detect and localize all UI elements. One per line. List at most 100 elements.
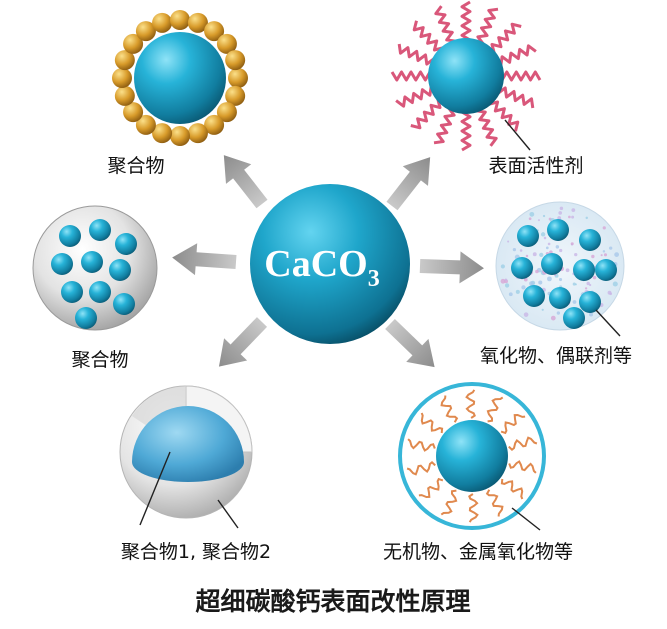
oxide-speckle xyxy=(547,242,551,246)
oxide-speckle xyxy=(504,283,510,288)
gold-particle xyxy=(135,21,156,42)
label-mid-right: 氧化物、偶联剂等 xyxy=(480,345,632,367)
embedded-particle xyxy=(511,257,533,279)
core-shell-sphere xyxy=(119,385,253,529)
oxide-speckle xyxy=(532,252,537,257)
oxide-speckle xyxy=(609,246,613,250)
oxide-speckle xyxy=(504,278,508,281)
embedded-particle xyxy=(549,287,571,309)
oxide-speckle xyxy=(558,211,563,215)
arrow-bottom-left xyxy=(218,317,268,367)
gold-particle xyxy=(152,123,173,144)
wavy-chain xyxy=(418,477,444,499)
gold-particle xyxy=(216,33,237,54)
oxide-speckle xyxy=(538,280,543,285)
label-top-right: 表面活性剂 xyxy=(488,155,583,177)
embedded-particle xyxy=(89,219,111,241)
embedded-calcite-particles-right xyxy=(511,219,617,329)
center-formula: CaCO xyxy=(264,243,367,285)
oxide-speckle xyxy=(525,254,529,258)
embedded-particle xyxy=(595,259,617,281)
diagram-caption: 超细碳酸钙表面改性原理 xyxy=(195,587,470,616)
embedded-particle xyxy=(109,259,131,281)
surfactant-chain xyxy=(488,100,520,132)
surfactant-chain xyxy=(460,110,472,152)
gold-particle xyxy=(187,123,208,144)
oxide-speckle xyxy=(500,264,505,269)
oxide-speckle xyxy=(550,315,556,321)
oxide-speckle xyxy=(523,312,529,317)
oxide-speckle xyxy=(521,285,526,290)
oxide-speckle xyxy=(535,269,539,274)
oxide-speckle xyxy=(537,219,540,222)
oxide-speckle xyxy=(585,216,588,220)
surfactant-chain xyxy=(390,70,432,82)
oxide-speckle xyxy=(559,206,564,211)
oxide-speckle xyxy=(541,308,544,311)
surfactant-chain xyxy=(475,109,498,147)
embedded-particle xyxy=(115,233,137,255)
oxide-speckle xyxy=(614,252,620,257)
surfactant-chain xyxy=(500,70,542,82)
oxide-speckle xyxy=(508,292,513,297)
embedded-particle xyxy=(61,281,83,303)
oxide-speckle xyxy=(529,211,535,217)
wavy-chain xyxy=(500,478,524,500)
wavy-chain xyxy=(440,395,459,423)
gold-particle xyxy=(225,50,246,71)
oxide-speckle xyxy=(523,277,528,282)
oxide-speckle xyxy=(529,281,534,286)
embedded-particle xyxy=(59,225,81,247)
wavy-chain xyxy=(420,412,444,434)
oxide-speckle xyxy=(528,217,532,221)
label-top-left: 聚合物 xyxy=(107,155,164,177)
arrow-top-right xyxy=(386,157,431,211)
wavy-chain xyxy=(465,389,476,419)
svg-text:CaCO3: CaCO3 xyxy=(264,243,379,292)
oxide-speckle xyxy=(586,281,590,286)
oxide-speckle xyxy=(571,215,575,219)
polymer-particle-coated-sphere xyxy=(112,10,248,146)
leader-mid-right xyxy=(595,309,621,337)
gold-particle xyxy=(204,21,225,42)
wavy-chain xyxy=(500,413,526,435)
oxide-speckle xyxy=(557,216,562,220)
oxide-speckle xyxy=(572,300,577,304)
wavy-chains xyxy=(406,389,538,523)
surfactant-chain xyxy=(397,43,436,66)
oxide-speckle xyxy=(556,311,561,315)
wavy-chain xyxy=(407,438,436,452)
oxide-speckle xyxy=(543,236,547,240)
oxide-speckle xyxy=(572,282,576,286)
embedded-particle xyxy=(75,307,97,329)
leader-top-right xyxy=(504,119,531,151)
surfactant-chain xyxy=(410,98,442,130)
gold-particle xyxy=(114,50,135,71)
oxide-speckle xyxy=(558,277,563,282)
oxide-speckle xyxy=(571,208,576,213)
oxide-speckle xyxy=(565,268,570,273)
embedded-particle xyxy=(81,251,103,273)
label-bottom-left: 聚合物1, 聚合物2 xyxy=(121,541,271,563)
wavy-chain xyxy=(440,489,458,516)
embedded-particle xyxy=(523,285,545,307)
surfactant-chains xyxy=(390,0,542,152)
embedded-particle xyxy=(541,253,563,275)
embedded-particle xyxy=(113,293,135,315)
oxide-speckle xyxy=(584,287,588,290)
wavy-chain xyxy=(468,493,479,523)
gold-particle-ring xyxy=(112,10,248,146)
embedded-particle xyxy=(517,225,539,247)
arrow-bottom-right xyxy=(385,318,435,368)
oxide-speckle xyxy=(603,253,608,257)
embedded-particle xyxy=(573,259,595,281)
oxide-speckle xyxy=(507,240,510,243)
oxide-speckle xyxy=(591,254,595,259)
oxide-speckle xyxy=(589,312,594,317)
gold-particle xyxy=(112,68,132,88)
oxide-coupling-sphere xyxy=(495,201,625,331)
label-mid-left: 聚合物 xyxy=(71,349,128,371)
oxide-speckle xyxy=(500,278,506,284)
gold-particle xyxy=(152,12,173,33)
oxide-speckle xyxy=(540,232,546,237)
